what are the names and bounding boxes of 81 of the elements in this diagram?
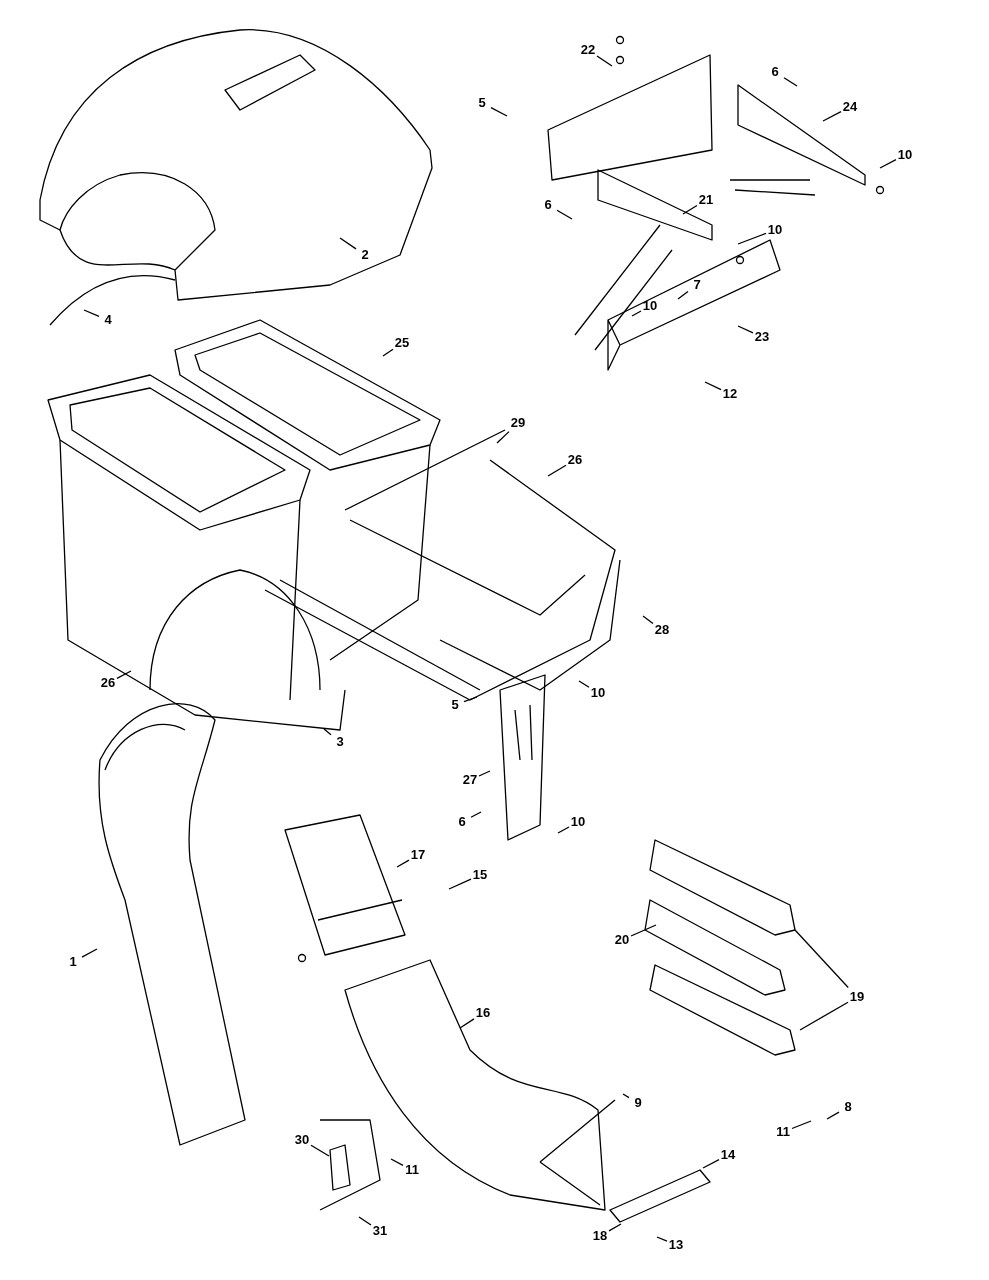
leader-line — [382, 348, 394, 357]
leader-line — [478, 770, 491, 777]
callout-number: 11 — [405, 1163, 419, 1177]
callout-number: 15 — [472, 868, 488, 882]
leader-line — [704, 381, 722, 391]
callout-number: 21 — [698, 193, 714, 207]
leader-line — [459, 1018, 475, 1029]
leader-line — [879, 159, 897, 169]
leader-line — [578, 680, 590, 688]
leader-line — [631, 310, 642, 317]
callout-number: 10 — [642, 299, 658, 313]
callout-number: 24 — [842, 100, 858, 114]
callout-number: 25 — [394, 336, 410, 350]
callout-number: 2 — [361, 248, 369, 262]
callout-number: 11 — [776, 1125, 790, 1139]
callout-number: 13 — [668, 1238, 684, 1252]
leader-line — [737, 325, 754, 334]
leader-line — [557, 826, 570, 834]
callout-number: 3 — [336, 735, 344, 749]
callout-number: 12 — [722, 387, 738, 401]
callout-number: 4 — [104, 313, 112, 327]
callout-number: 10 — [767, 223, 783, 237]
callout-number: 30 — [294, 1133, 310, 1147]
leader-line — [470, 811, 482, 818]
callout-number: 31 — [372, 1224, 388, 1238]
leader-line — [396, 859, 410, 868]
leader-line — [826, 1111, 840, 1120]
leader-line — [490, 107, 508, 117]
callout-number: 29 — [510, 416, 526, 430]
leader-line — [496, 430, 510, 444]
callout-number: 6 — [458, 815, 466, 829]
leader-line — [323, 728, 332, 736]
callout-number: 1 — [69, 955, 77, 969]
leader-line — [83, 309, 100, 317]
callout-number: 23 — [754, 330, 770, 344]
leader-line — [822, 111, 842, 122]
leader-line — [358, 1216, 372, 1226]
leader-line — [596, 55, 613, 67]
callout-number: 10 — [897, 148, 913, 162]
leader-line — [642, 615, 654, 625]
callout-number: 5 — [478, 96, 486, 110]
leader-line — [737, 232, 767, 245]
leader-line — [630, 924, 657, 937]
leader-line — [556, 209, 573, 220]
callout-number: 8 — [844, 1100, 852, 1114]
callout-number: 6 — [544, 198, 552, 212]
callout-number: 18 — [592, 1229, 608, 1243]
callout-number: 14 — [720, 1148, 736, 1162]
callout-number: 17 — [410, 848, 426, 862]
leader-line — [463, 696, 478, 703]
leader-line — [656, 1236, 668, 1242]
callout-number: 27 — [462, 773, 478, 787]
callout-number: 22 — [580, 43, 596, 57]
callout-number: 10 — [590, 686, 606, 700]
leader-line — [116, 670, 132, 679]
leader-line — [310, 1144, 330, 1157]
callout-number: 28 — [654, 623, 670, 637]
leader-line — [608, 1223, 622, 1232]
leader-line — [81, 948, 98, 958]
callout-number: 7 — [693, 278, 701, 292]
leader-line — [390, 1158, 404, 1166]
callout-number: 19 — [849, 990, 865, 1004]
callout-number: 20 — [614, 933, 630, 947]
callout-number: 6 — [771, 65, 779, 79]
leader-line — [677, 290, 689, 300]
callout-number: 26 — [567, 453, 583, 467]
leader-line — [682, 204, 698, 215]
leader-line — [783, 77, 798, 87]
leader-line — [622, 1093, 630, 1099]
callout-number: 5 — [451, 698, 459, 712]
leader-line — [339, 237, 357, 250]
leader-line — [794, 929, 849, 989]
leader-line — [791, 1120, 812, 1130]
leader-line — [702, 1159, 720, 1169]
callout-number: 26 — [100, 676, 116, 690]
callout-number: 10 — [570, 815, 586, 829]
leader-line — [547, 464, 567, 477]
callout-number: 16 — [475, 1006, 491, 1020]
leader-line — [448, 878, 472, 890]
callout-number: 9 — [634, 1096, 642, 1110]
leader-line — [799, 1001, 849, 1031]
